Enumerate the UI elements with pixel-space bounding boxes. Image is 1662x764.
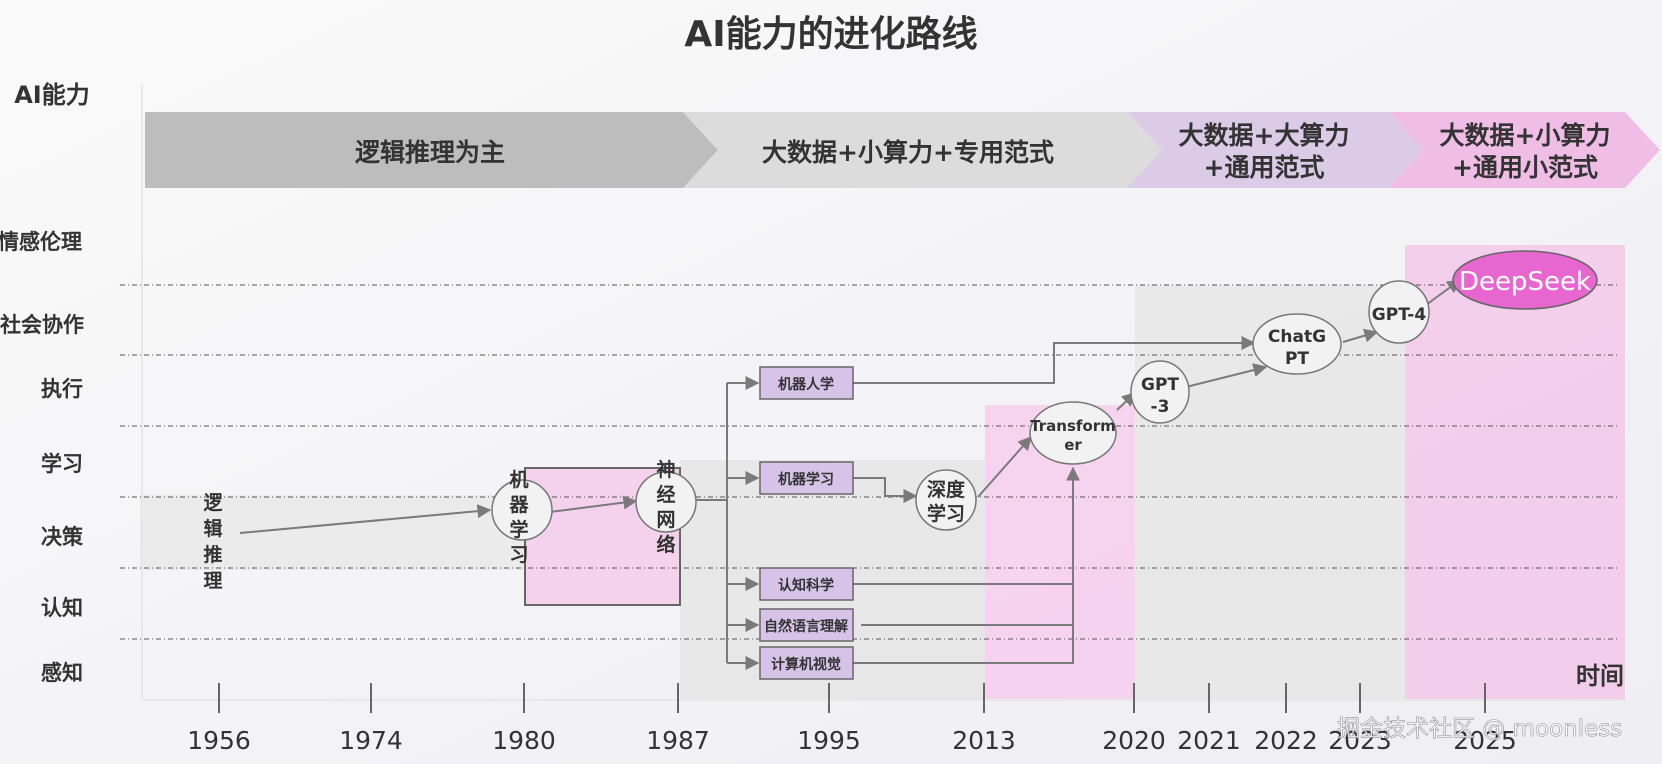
node-robotics: 机器人学 (759, 366, 854, 400)
node-machine-learning: 机器学习 (759, 461, 854, 495)
watermark: 掘金技术社区 @ moonless (1337, 716, 1622, 742)
svg-text:机器人学: 机器人学 (778, 376, 834, 393)
phase-chevron-4 (1388, 112, 1660, 188)
phase-label-1: 逻辑推理为主 (355, 138, 505, 167)
level-learning: 学习 (41, 452, 83, 476)
node-cognitive-science: 认知科学 (759, 567, 854, 601)
level-decision: 决策 (41, 525, 84, 549)
phase-label-3-line2: +通用范式 (1204, 153, 1325, 182)
svg-text:机器学习: 机器学习 (778, 471, 834, 488)
node-gpt4-ellipse (1368, 280, 1430, 344)
year-label: 2025 (1453, 726, 1517, 755)
node-transformer-line1: Transform (1030, 417, 1116, 435)
node-neural-network: 神 经 网 络 (656, 458, 675, 556)
year-label: 2013 (952, 726, 1016, 755)
svg-text:机: 机 (509, 469, 528, 491)
band-deepseek (1405, 245, 1625, 700)
x-axis-label: 时间 (1576, 662, 1624, 690)
year-label: 1974 (339, 726, 403, 755)
level-emotion-ethics: 情感伦理 (0, 230, 82, 254)
diagram-title: AI能力的进化路线 (684, 14, 977, 55)
robotics-box (759, 366, 854, 400)
phase-label-4-line2: +通用小范式 (1452, 153, 1598, 182)
y-axis-label: AI能力 (14, 81, 90, 109)
node-gpt3-line2: -3 (1151, 397, 1170, 417)
year-label: 1980 (492, 726, 556, 755)
node-chatgpt-line2: PT (1285, 349, 1309, 369)
node-deep-learning-circle (915, 469, 977, 531)
svg-text:器: 器 (508, 494, 529, 516)
svg-text:神: 神 (656, 458, 675, 481)
year-label: 1956 (187, 726, 251, 755)
phase-label-3-line1: 大数据+大算力 (1179, 121, 1350, 150)
year-label: 2023 (1328, 726, 1392, 755)
year-label: 2021 (1177, 726, 1241, 755)
node-ml-1980-circle (491, 479, 553, 541)
svg-text:自然语言理解: 自然语言理解 (764, 618, 848, 635)
svg-text:理: 理 (203, 570, 222, 592)
node-nlp: 自然语言理解 (759, 608, 854, 642)
svg-text:习: 习 (509, 544, 528, 566)
node-transformer-ellipse (1029, 401, 1117, 465)
node-deep-learning-line2: 学习 (927, 502, 965, 525)
node-gpt3-ellipse (1130, 360, 1190, 424)
level-gridlines (120, 284, 1620, 640)
node-gpt3-line1: GPT (1141, 375, 1179, 395)
node-deepseek-ellipse (1452, 250, 1598, 310)
cognitive-box (759, 567, 854, 601)
cv-box (759, 646, 854, 680)
level-execution: 执行 (41, 377, 83, 401)
phase-chevron-3 (1127, 112, 1423, 188)
year-label: 1995 (797, 726, 861, 755)
svg-text:认知科学: 认知科学 (778, 577, 834, 594)
svg-text:学: 学 (509, 518, 528, 541)
phase-label-4-line1: 大数据+小算力 (1440, 121, 1611, 150)
connectors (239, 279, 1462, 670)
svg-text:络: 络 (656, 533, 675, 556)
node-chatgpt-line1: ChatG (1268, 327, 1326, 347)
nlp-box (759, 608, 854, 642)
node-deep-learning-line1: 深度 (927, 478, 966, 501)
node-logic-reasoning: 逻 辑 推 理 (203, 492, 223, 592)
level-perception: 感知 (41, 661, 83, 685)
year-label: 2022 (1254, 726, 1318, 755)
y-levels: 情感伦理 社会协作 执行 学习 决策 认知 感知 (0, 230, 84, 685)
year-label: 1987 (646, 726, 710, 755)
node-deepseek-label: DeepSeek (1459, 267, 1591, 297)
svg-text:网: 网 (656, 509, 675, 531)
node-neural-network-circle (635, 471, 697, 533)
node-chatgpt-ellipse (1252, 313, 1342, 375)
node-gpt4-label: GPT-4 (1372, 305, 1427, 325)
level-social-collab: 社会协作 (0, 313, 84, 337)
svg-text:推: 推 (203, 543, 222, 566)
year-labels: 1956 1974 1980 1987 1995 2013 2020 2021 … (187, 726, 1517, 755)
ml-box (759, 461, 854, 495)
year-ticks (218, 683, 1486, 713)
year-label: 2020 (1102, 726, 1166, 755)
svg-text:计算机视觉: 计算机视觉 (771, 656, 841, 673)
level-cognition: 认知 (41, 596, 83, 620)
svg-text:辑: 辑 (203, 517, 222, 540)
node-computer-vision: 计算机视觉 (759, 646, 854, 680)
phase-chevron-2 (683, 112, 1162, 188)
node-transformer-line2: er (1064, 436, 1082, 454)
phase-label-2: 大数据+小算力+专用范式 (762, 138, 1054, 167)
phase-chevron-1 (145, 112, 718, 188)
node-ml-1980: 机 器 学 习 (508, 469, 529, 566)
svg-text:经: 经 (656, 483, 675, 506)
svg-text:逻: 逻 (203, 492, 223, 514)
